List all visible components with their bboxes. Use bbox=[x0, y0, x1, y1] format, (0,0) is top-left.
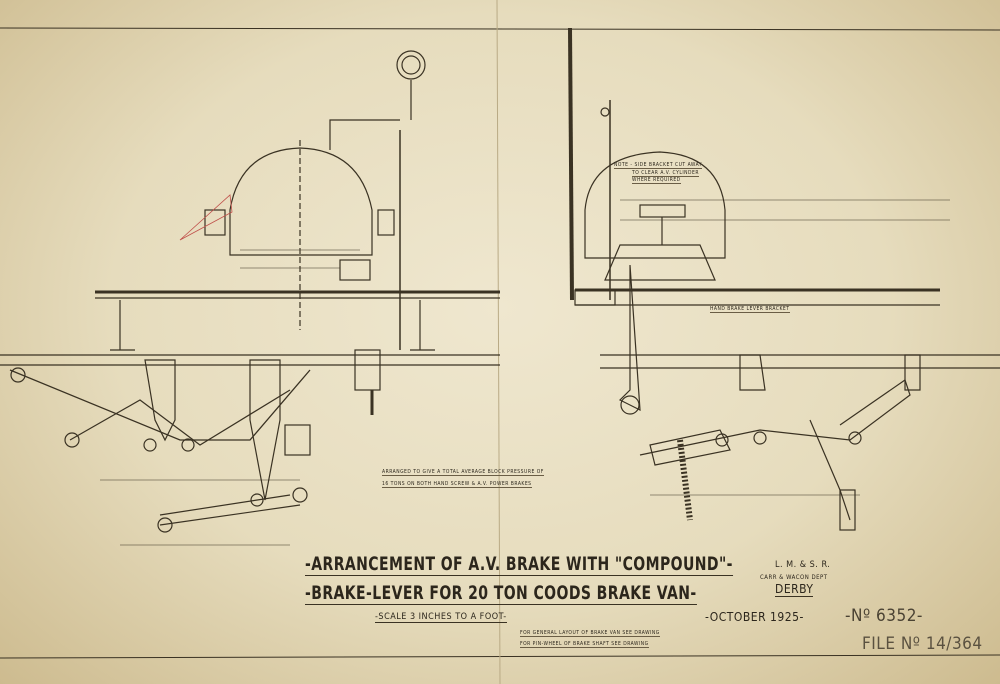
date-label: -OCTOBER 1925- bbox=[705, 610, 804, 624]
drawing-number: -Nº 6352- bbox=[845, 606, 923, 626]
right-end-view bbox=[568, 27, 1000, 531]
dimension-lines bbox=[100, 199, 950, 546]
file-number: FILE Nº 14/364 bbox=[862, 634, 983, 654]
note-hand-bracket: HAND BRAKE LEVER BRACKET bbox=[710, 306, 790, 313]
left-elevation-view bbox=[0, 50, 500, 533]
scale-label: -SCALE 3 INCHES TO A FOOT- bbox=[375, 612, 507, 623]
location: DERBY bbox=[775, 582, 814, 597]
note-side-bracket-line-3: WHERE REQUIRED bbox=[632, 177, 681, 184]
department: CARR & WACON DEPT bbox=[760, 574, 828, 581]
company-name: L. M. & S. R. bbox=[775, 560, 831, 570]
note-side-bracket-line-1: NOTE - SIDE BRACKET CUT AWAY bbox=[614, 162, 703, 169]
note-pressure-line-2: 16 TONS ON BOTH HAND SCREW & A.V. POWER … bbox=[382, 481, 532, 488]
title-line-1: -ARRANCEMENT OF A.V. BRAKE WITH "COMPOUN… bbox=[305, 553, 733, 576]
note-pin-wheel: FOR PIN-WHEEL OF BRAKE SHAFT SEE DRAWING bbox=[520, 641, 649, 648]
note-pressure-line-1: ARRANGED TO GIVE A TOTAL AVERAGE BLOCK P… bbox=[382, 469, 544, 476]
note-side-bracket-line-2: TO CLEAR A.V. CYLINDER bbox=[632, 170, 699, 177]
title-line-2: -BRAKE-LEVER FOR 20 TON COODS BRAKE VAN- bbox=[305, 582, 697, 605]
note-general-layout: FOR GENERAL LAYOUT OF BRAKE VAN SEE DRAW… bbox=[520, 630, 660, 637]
